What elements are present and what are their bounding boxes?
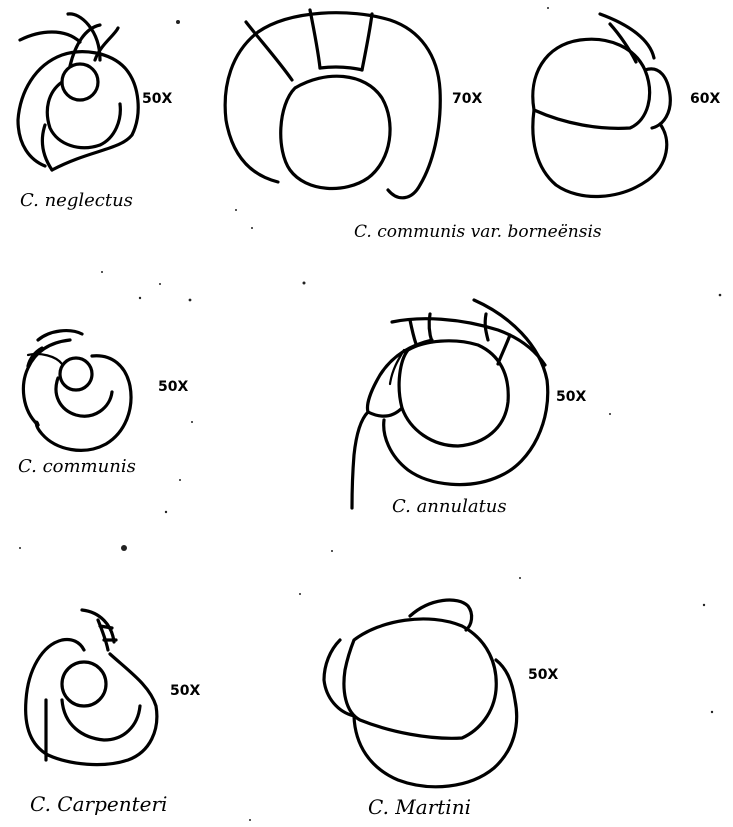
figure-c-martini [324, 600, 517, 787]
magnification-c-neglectus: 50X [142, 92, 172, 106]
figure-c-neglectus [18, 14, 138, 170]
figure-c-annulatus [352, 300, 548, 508]
caption-c-communis: C. communis [18, 458, 136, 476]
magnification-c-communis-var-borneensis-60x: 60X [690, 92, 720, 106]
magnification-c-annulatus: 50X [556, 390, 586, 404]
figure-c-communis-var-borneensis-60x [533, 14, 670, 196]
caption-c-annulatus: C. annulatus [392, 498, 507, 516]
caption-c-carpenteri: C. Carpenteri [30, 794, 167, 814]
caption-c-neglectus: C. neglectus [20, 192, 133, 210]
figure-c-communis [23, 331, 131, 451]
magnification-c-communis-var-borneensis-70x: 70X [452, 92, 482, 106]
caption-c-martini: C. Martini [368, 797, 471, 817]
magnification-c-carpenteri: 50X [170, 684, 200, 698]
magnification-c-communis: 50X [158, 380, 188, 394]
figure-c-communis-var-borneensis-70x [225, 10, 440, 198]
magnification-c-martini: 50X [528, 668, 558, 682]
figure-c-carpenteri [26, 610, 157, 765]
caption-c-communis-var-borneensis: C. communis var. borneënsis [354, 224, 602, 241]
